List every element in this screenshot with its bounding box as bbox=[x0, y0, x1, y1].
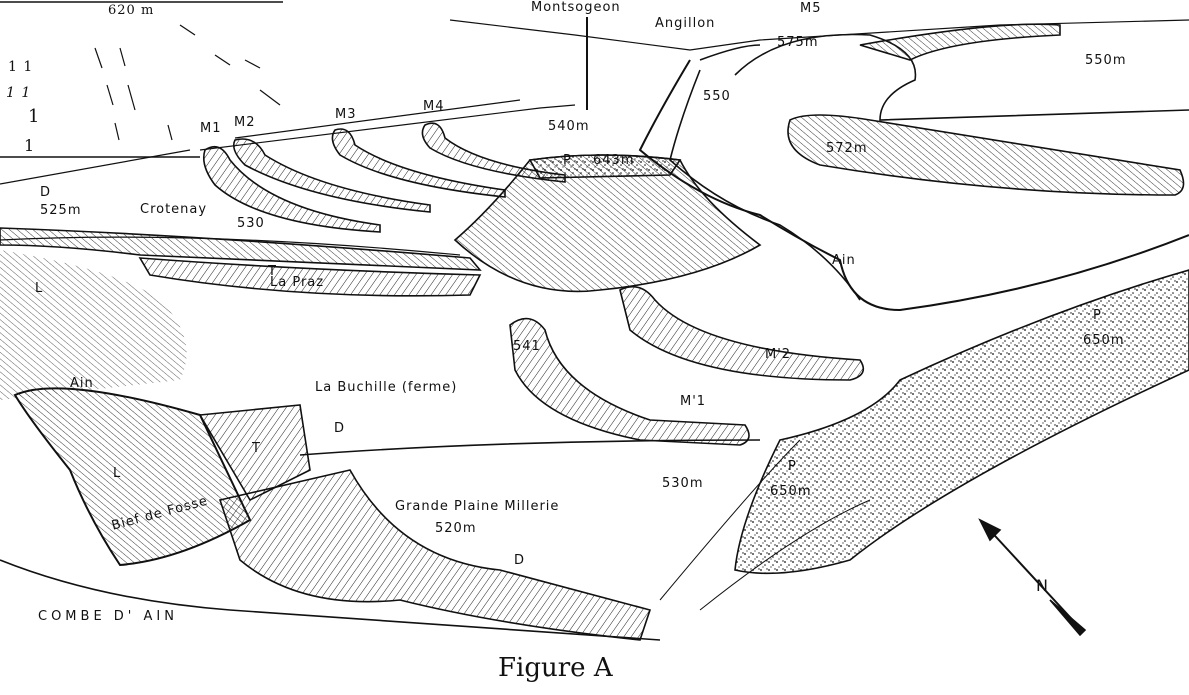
southern-escarpment bbox=[218, 469, 652, 641]
inset-scale-label: 620 m bbox=[108, 3, 155, 18]
inset-mark: 1 bbox=[24, 136, 36, 155]
label-m2-prime: M'2 bbox=[765, 347, 792, 362]
label-m1-prime: M'1 bbox=[680, 394, 707, 409]
label-l-south: L bbox=[113, 466, 122, 481]
label-angillon: Angillon bbox=[655, 16, 716, 31]
north-label: N bbox=[1036, 576, 1049, 595]
label-m1: M1 bbox=[200, 121, 222, 136]
north-arrow-icon bbox=[978, 518, 1087, 637]
label-alt-650-east: 650m bbox=[1083, 333, 1125, 348]
label-alt-540: 540m bbox=[548, 119, 590, 134]
label-la-buchille: La Buchille (ferme) bbox=[315, 380, 458, 395]
label-p-south: P bbox=[788, 459, 797, 474]
label-montsogeon: Montsogeon bbox=[531, 0, 621, 15]
ain-river-east bbox=[638, 59, 1189, 312]
label-alt-541: 541 bbox=[513, 339, 541, 354]
label-la-praz: La Praz bbox=[270, 275, 325, 290]
crotenay-terrace bbox=[0, 227, 482, 271]
inset bbox=[0, 1, 283, 158]
label-p-summit: P bbox=[563, 153, 572, 168]
figure-caption: Figure A bbox=[498, 653, 613, 683]
moraine-572 bbox=[787, 114, 1185, 196]
label-alt-572: 572m bbox=[826, 141, 868, 156]
label-alt-643: 643m bbox=[593, 153, 635, 168]
label-alt-650-south: 650m bbox=[770, 484, 812, 499]
terrace-t-south bbox=[198, 404, 311, 502]
moraine-m1-prime bbox=[509, 317, 750, 446]
label-ain-east: Ain bbox=[832, 253, 856, 268]
label-m5: M5 bbox=[800, 1, 822, 16]
inset-mark: 1 1 bbox=[6, 85, 32, 101]
label-alt-575: 575m bbox=[777, 35, 819, 50]
label-alt-525: 525m bbox=[40, 203, 82, 218]
label-grande-plaine: Grande Plaine Millerie bbox=[395, 499, 560, 514]
plateau-650 bbox=[734, 269, 1189, 575]
label-m2: M2 bbox=[234, 115, 256, 130]
label-m4: M4 bbox=[423, 99, 445, 114]
moraine-m2-prime bbox=[619, 285, 865, 381]
label-l-north: L bbox=[35, 281, 44, 296]
label-p-east: P bbox=[1093, 308, 1102, 323]
ain-river-west bbox=[13, 387, 252, 567]
label-d-center: D bbox=[334, 421, 346, 436]
label-d-south: D bbox=[514, 553, 526, 568]
label-alt-520: 520m bbox=[435, 521, 477, 536]
label-ain-west: Ain bbox=[70, 376, 94, 391]
label-alt-550: 550 bbox=[703, 89, 731, 104]
inset-mark: 1 bbox=[28, 106, 41, 127]
label-alt-530: 530 bbox=[237, 216, 265, 231]
label-alt-530m: 530m bbox=[662, 476, 704, 491]
label-alt-550m: 550m bbox=[1085, 53, 1127, 68]
label-combe-dain: COMBE D' AIN bbox=[38, 609, 178, 624]
la-praz-terrace bbox=[138, 257, 482, 297]
label-crotenay: Crotenay bbox=[140, 202, 208, 217]
label-m3: M3 bbox=[335, 107, 357, 122]
label-t-north: T bbox=[268, 264, 277, 279]
label-d-west: D bbox=[40, 185, 52, 200]
label-t-south: T bbox=[252, 441, 261, 456]
inset-mark: 1 1 bbox=[8, 59, 34, 75]
